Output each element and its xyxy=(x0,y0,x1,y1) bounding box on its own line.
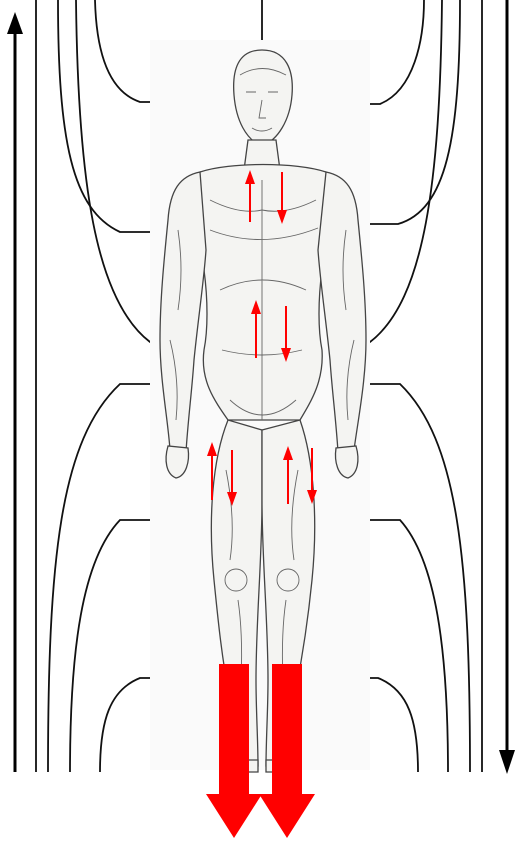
left-axis-arrow xyxy=(7,12,23,772)
right-field-line-2 xyxy=(355,0,460,224)
right-axis-arrow xyxy=(499,0,515,774)
left-field-line-5 xyxy=(48,384,160,772)
left-field-line-3 xyxy=(76,0,160,342)
torso xyxy=(191,165,334,421)
human-figure xyxy=(150,40,370,772)
left-field-line-2 xyxy=(58,0,160,232)
right-field-line-5 xyxy=(370,384,470,772)
